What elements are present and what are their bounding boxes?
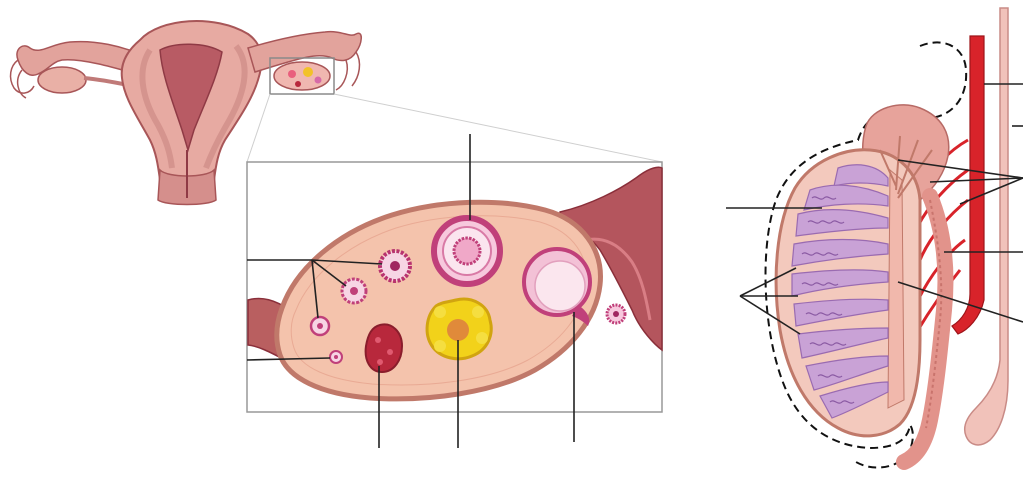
corpus-albicans	[366, 324, 402, 372]
graafian-follicle-antrum	[535, 261, 585, 311]
right-ovary	[274, 62, 330, 90]
corpus-albicans-dot-a	[375, 337, 381, 343]
zoom-guide-left	[247, 94, 270, 162]
right-ovary-follicle-c	[315, 77, 322, 84]
corpus-luteum-bump-c	[476, 332, 488, 344]
right-ovary-follicle-d	[295, 81, 301, 87]
mediastinum-testis	[888, 170, 904, 408]
secondary-follicle-oocyte	[390, 261, 400, 271]
corpus-luteum-bump-a	[434, 306, 446, 318]
corpus-luteum-bump-b	[472, 306, 484, 318]
released-oocyte-nucleus	[613, 311, 619, 317]
ovary-cross-section	[247, 134, 662, 448]
testicular-artery	[952, 36, 984, 334]
zoom-guide-right	[334, 94, 662, 162]
primary-follicle-a-oocyte	[317, 323, 323, 329]
corpus-luteum-core	[447, 319, 469, 341]
left-ovary	[38, 67, 86, 93]
antral-follicle-oocyte	[454, 238, 480, 264]
corpus-luteum-bump-d	[434, 340, 446, 352]
primordial-follicle-oocyte	[334, 355, 338, 359]
primary-follicle-b-oocyte	[350, 287, 358, 295]
corpus-albicans-dot-b	[387, 349, 393, 355]
right-ovary-follicle-b	[303, 67, 313, 77]
testis-cross-section	[726, 8, 1023, 468]
corpus-albicans-dot-c	[377, 359, 383, 365]
right-ovary-follicle-a	[288, 70, 296, 78]
